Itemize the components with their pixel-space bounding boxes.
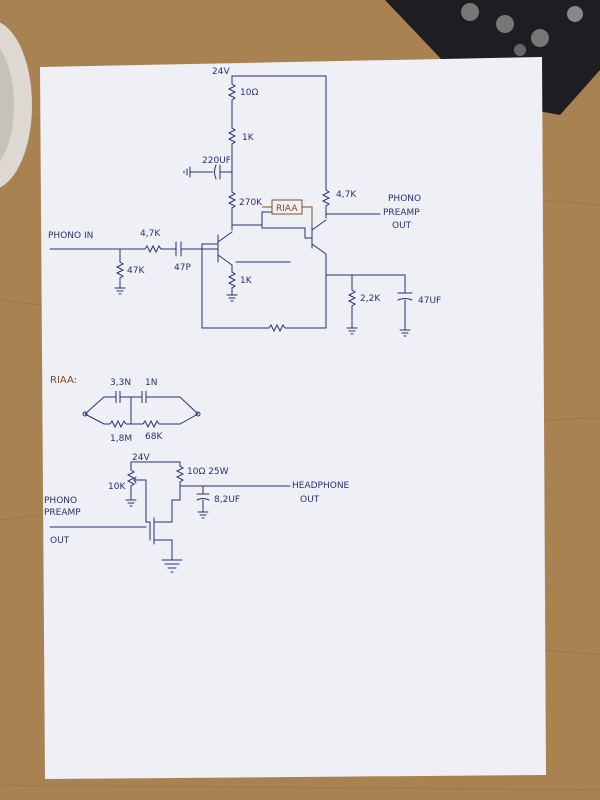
resistor-1k-emitter bbox=[227, 271, 237, 289]
label-output-3: OUT bbox=[392, 221, 412, 231]
wire bbox=[231, 211, 273, 226]
top-circuit bbox=[49, 75, 413, 337]
wire bbox=[84, 413, 110, 425]
wire bbox=[140, 479, 147, 523]
wire bbox=[84, 396, 116, 415]
label-riaa-res2: 68K bbox=[145, 432, 163, 442]
label-r-bias: 2,2K bbox=[360, 294, 381, 304]
label-supply: 24V bbox=[212, 67, 230, 77]
resistor-4-7k-input bbox=[144, 244, 162, 254]
label-cap-out: 47UF bbox=[418, 296, 441, 306]
label-r-collector: 4,7K bbox=[336, 190, 357, 200]
label-hp-out-2: OUT bbox=[300, 495, 320, 505]
paper-sheet bbox=[40, 57, 546, 779]
capacitor-1n bbox=[141, 391, 147, 403]
label-hp-in-3: OUT bbox=[50, 536, 70, 546]
resistor-4-7k-collector bbox=[321, 189, 331, 207]
device-top-right bbox=[385, 0, 600, 115]
label-riaa-cap2: 1N bbox=[145, 378, 157, 388]
ground-hp bbox=[161, 559, 183, 573]
resistor-10ohm-25w bbox=[175, 465, 185, 483]
label-r-top: 10Ω bbox=[240, 88, 258, 98]
riaa-network bbox=[82, 391, 201, 429]
transistor-q2 bbox=[311, 219, 327, 255]
pot-wiper bbox=[133, 476, 142, 484]
label-output-1: PHONO bbox=[388, 194, 421, 204]
potentiometer-10k bbox=[126, 469, 136, 487]
ground-cap-hp bbox=[197, 511, 209, 519]
labels: 24V 10Ω 1K 220UF 270K RIAA 4,7K PHONO PR… bbox=[44, 67, 441, 546]
label-output-2: PREAMP bbox=[383, 208, 420, 218]
node-left bbox=[82, 411, 88, 417]
label-hp-cap: 8,2UF bbox=[214, 495, 240, 505]
headphone-circuit bbox=[49, 461, 291, 573]
node-right bbox=[195, 411, 201, 417]
supply-rail bbox=[231, 75, 327, 191]
mosfet bbox=[149, 499, 181, 561]
label-r-input-shunt: 47K bbox=[127, 266, 145, 276]
label-hp-rload: 10Ω 25W bbox=[187, 467, 229, 477]
label-r-emitter: 1K bbox=[240, 276, 253, 286]
resistor-47k-shunt bbox=[115, 261, 125, 279]
resistor-1-8m bbox=[109, 419, 127, 429]
wire bbox=[261, 224, 306, 239]
label-r-270k: 270K bbox=[239, 198, 263, 208]
ground-pot bbox=[125, 499, 137, 507]
wire bbox=[201, 243, 270, 329]
resistor-2-2k bbox=[347, 289, 357, 307]
riaa-box bbox=[262, 199, 313, 226]
resistor-68k bbox=[142, 419, 160, 429]
label-riaa-box: RIAA bbox=[276, 204, 298, 214]
label-input: PHONO IN bbox=[48, 231, 93, 241]
supply-rail-hp bbox=[130, 461, 181, 471]
wire-gate bbox=[49, 521, 151, 528]
capacitor-220uf bbox=[214, 164, 221, 180]
capacitor-8-2uf bbox=[196, 493, 210, 501]
resistor-1k-upper bbox=[227, 127, 237, 145]
label-hp-out-1: HEADPHONE bbox=[292, 481, 350, 491]
resistor-270k bbox=[227, 191, 237, 209]
label-cap-input: 47P bbox=[174, 263, 191, 273]
transistor-q1 bbox=[217, 231, 233, 266]
capacitor-47p bbox=[175, 241, 182, 257]
ground-c47uf bbox=[399, 329, 411, 337]
label-r-input: 4,7K bbox=[140, 229, 161, 239]
label-hp-in-2: PREAMP bbox=[44, 508, 81, 518]
label-riaa-res1: 1,8M bbox=[110, 434, 132, 444]
wire bbox=[325, 274, 406, 294]
ground-emitter bbox=[226, 294, 238, 302]
ground-r22k bbox=[346, 327, 358, 335]
wire bbox=[159, 413, 199, 425]
label-hp-pot: 10K bbox=[108, 482, 126, 492]
ground-cap bbox=[183, 166, 191, 178]
capacitor-47uf bbox=[397, 292, 413, 301]
ground-input bbox=[114, 287, 126, 295]
wood-grain bbox=[0, 117, 600, 791]
resistor-feedback bbox=[268, 323, 286, 333]
wire bbox=[284, 253, 327, 329]
round-object bbox=[0, 22, 32, 188]
label-riaa-cap1: 3,3N bbox=[110, 378, 131, 388]
capacitor-3-3n bbox=[115, 391, 121, 403]
wire bbox=[146, 396, 199, 415]
label-r-1k-upper: 1K bbox=[242, 133, 255, 143]
label-riaa-heading: RIAA: bbox=[50, 375, 77, 386]
resistor-10ohm bbox=[227, 83, 237, 101]
label-cap-decouple: 220UF bbox=[202, 156, 231, 166]
label-hp-in-1: PHONO bbox=[44, 496, 77, 506]
wire bbox=[179, 485, 204, 495]
label-hp-supply: 24V bbox=[132, 453, 150, 463]
